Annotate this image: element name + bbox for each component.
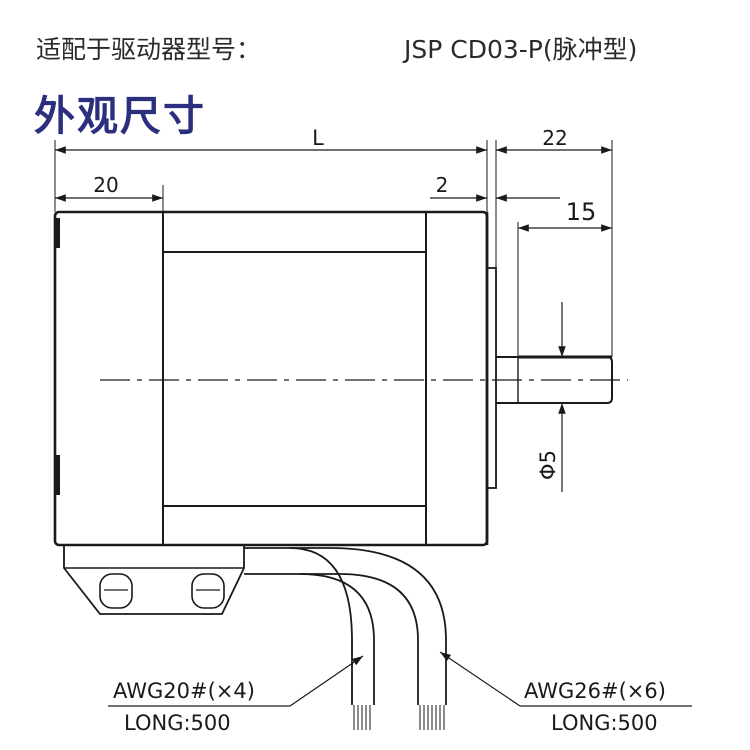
cable-right-outer bbox=[290, 547, 447, 705]
lead-left-gauge: AWG20#(×4) bbox=[113, 679, 255, 703]
dim-label-length: L bbox=[312, 126, 324, 150]
driver-model: JSP CD03-P(脉冲型) bbox=[404, 35, 638, 64]
leader-left bbox=[289, 655, 364, 707]
motor-body bbox=[53, 210, 489, 547]
cable-left-outer bbox=[244, 547, 353, 705]
driver-compat-label: 适配于驱动器型号： bbox=[36, 35, 262, 64]
dim-label-shaft-length: 22 bbox=[542, 126, 567, 150]
dim-label-shaft-working: 15 bbox=[566, 198, 597, 226]
dim-label-shaft-diameter: Φ5 bbox=[536, 450, 560, 480]
cable-gland-left bbox=[99, 573, 133, 609]
cable-bracket bbox=[63, 545, 245, 615]
cable-right-inner bbox=[300, 573, 419, 705]
flange bbox=[486, 267, 497, 489]
wire-ends-right bbox=[419, 705, 445, 730]
leader-right bbox=[439, 651, 521, 707]
cable-gland-right bbox=[191, 573, 225, 609]
section-title: 外观尺寸 bbox=[34, 92, 206, 140]
lead-right-gauge: AWG26#(×6) bbox=[524, 679, 666, 703]
cable-left-inner bbox=[244, 573, 375, 705]
wire-ends-left bbox=[353, 705, 371, 730]
dim-label-rear-cap: 20 bbox=[93, 173, 118, 197]
lead-right-length: LONG:500 bbox=[551, 711, 658, 735]
header-line: 适配于驱动器型号： JSP CD03-P(脉冲型) bbox=[36, 30, 736, 70]
lead-left-length: LONG:500 bbox=[124, 711, 231, 735]
dim-label-flange-step: 2 bbox=[436, 173, 449, 197]
